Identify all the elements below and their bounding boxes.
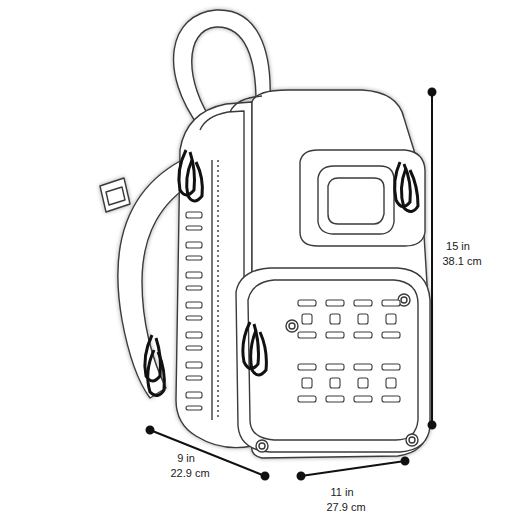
backpack-part [386, 378, 396, 388]
backpack-part [402, 458, 409, 465]
backpack-part [326, 300, 344, 306]
backpack-part [186, 302, 202, 308]
backpack-part [106, 187, 125, 205]
backpack-part [354, 364, 372, 370]
backpack-part [301, 461, 405, 476]
backpack-part [100, 10, 430, 458]
dimension-label: 11 in [330, 486, 353, 499]
backpack-part [386, 314, 396, 324]
backpack-part [429, 89, 436, 96]
backpack-part [429, 422, 436, 429]
backpack-part [401, 297, 407, 303]
backpack-part [298, 396, 316, 402]
backpack-part [302, 314, 312, 324]
backpack-part [100, 178, 130, 212]
backpack-part [406, 434, 418, 446]
backpack-part [326, 332, 344, 338]
backpack-part [186, 362, 202, 368]
backpack-part [298, 473, 305, 480]
backpack-part [186, 376, 202, 380]
backpack-part [186, 332, 202, 338]
dimension-label: 15 in [446, 240, 470, 253]
backpack-part [256, 440, 268, 452]
backpack-part [354, 300, 372, 306]
backpack-part [298, 332, 316, 338]
backpack-part [382, 300, 400, 306]
dimension-label: 22.9 cm [170, 467, 209, 480]
backpack-part [262, 473, 269, 480]
backpack-part [147, 89, 436, 480]
backpack-part [302, 378, 312, 388]
backpack-part [186, 226, 202, 230]
backpack-part [382, 396, 400, 402]
backpack-part [186, 256, 202, 260]
backpack-part [186, 346, 202, 350]
backpack-part [186, 316, 202, 320]
backpack-part [186, 242, 202, 248]
backpack-part [186, 212, 400, 410]
backpack-part [145, 150, 418, 396]
backpack-part [186, 272, 202, 278]
backpack-part [148, 350, 165, 396]
backpack-part [326, 396, 344, 402]
backpack-part [248, 280, 418, 440]
backpack-part [409, 437, 415, 443]
backpack-part [186, 286, 202, 290]
backpack-part [286, 320, 298, 332]
backpack-part [330, 378, 340, 388]
backpack-part [298, 300, 316, 306]
backpack-part [431, 92, 433, 425]
backpack-part [186, 406, 202, 410]
backpack-part [326, 364, 344, 370]
backpack-part [358, 378, 368, 388]
backpack-part [382, 364, 400, 370]
backpack-part [187, 160, 203, 201]
backpack-part [236, 268, 430, 452]
backpack-part [186, 212, 202, 218]
backpack-part [358, 314, 368, 324]
dimension-label: 9 in [177, 452, 195, 465]
backpack-part [217, 160, 218, 420]
backpack-part [186, 392, 202, 398]
backpack-part [300, 150, 425, 246]
backpack-part [354, 396, 372, 402]
backpack-part [147, 427, 154, 434]
backpack-part [318, 166, 394, 234]
backpack-part [382, 332, 400, 338]
backpack-part [289, 323, 295, 329]
backpack-part [401, 168, 418, 212]
backpack-part [259, 443, 265, 449]
backpack-part [354, 332, 372, 338]
backpack-part [298, 364, 316, 370]
dimension-label: 38.1 cm [442, 255, 481, 268]
backpack-part [330, 314, 340, 324]
dimension-label: 27.9 cm [326, 501, 365, 514]
backpack-part [251, 330, 267, 375]
backpack-part [328, 178, 384, 224]
backpack-part [230, 96, 262, 112]
backpack-part [211, 160, 212, 420]
